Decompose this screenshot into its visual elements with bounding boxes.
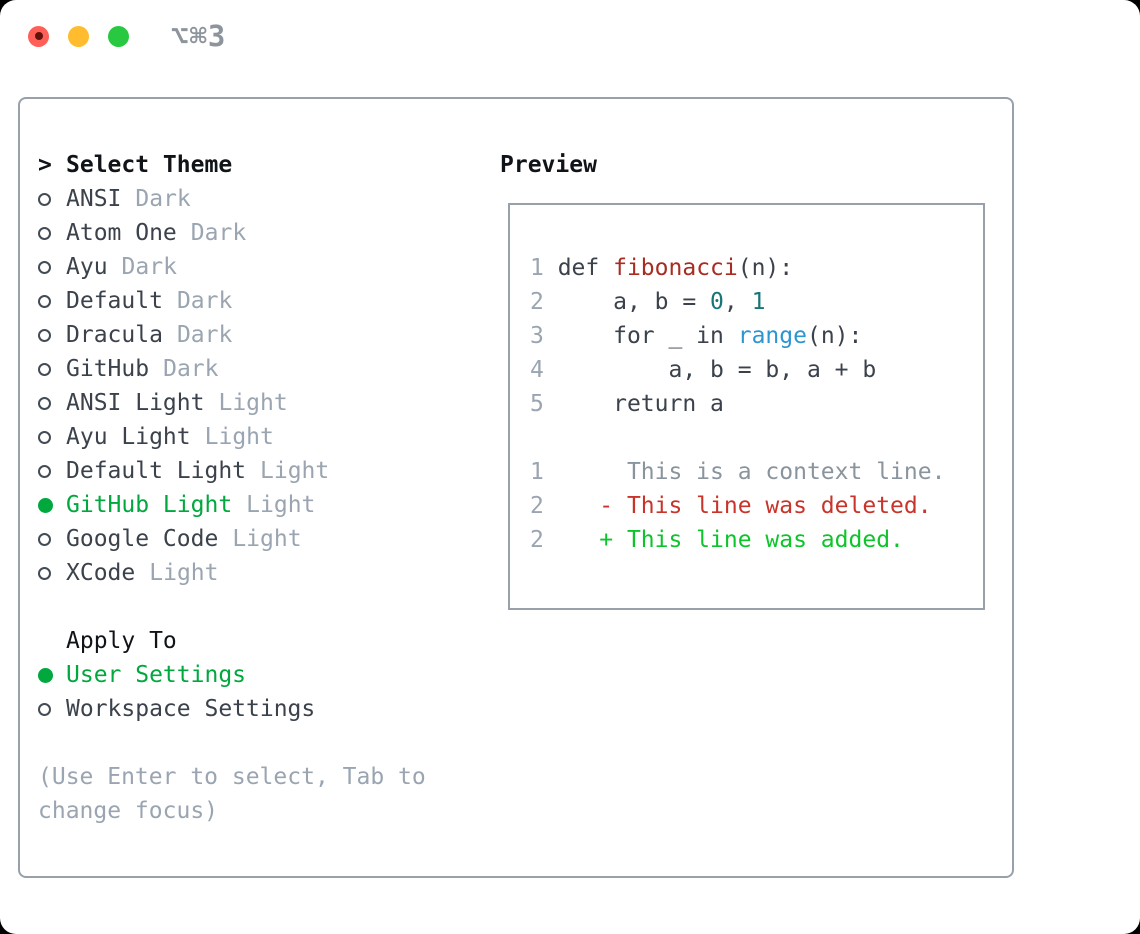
radio-icon [38, 328, 66, 342]
theme-option[interactable]: GitHub Dark [38, 352, 478, 386]
prompt-caret-icon: > [38, 152, 52, 178]
select-theme-label: Select Theme [66, 152, 233, 178]
radio-icon [38, 362, 66, 376]
close-button[interactable] [28, 25, 49, 47]
spacer [38, 590, 478, 624]
theme-option[interactable]: Dracula Dark [38, 318, 478, 352]
option-label: XCode [66, 560, 136, 586]
option-label: ANSI [66, 186, 122, 212]
radio-icon [38, 430, 66, 444]
code-line: 3 for _ in range(n): [530, 323, 863, 349]
radio-icon [38, 464, 66, 478]
radio-selected-icon [38, 497, 66, 513]
radio-icon [38, 192, 66, 206]
code-line: 2 - This line was deleted. [530, 493, 932, 519]
variant-tag: Dark [121, 254, 177, 280]
radio-selected-icon [38, 667, 66, 683]
radio-icon [38, 294, 66, 308]
option-label: Dracula [66, 322, 163, 348]
variant-tag: Dark [176, 322, 233, 348]
variant-tag: Dark [190, 220, 247, 246]
option-label: GitHub [66, 356, 150, 382]
radio-icon [38, 532, 66, 546]
option-label: Default [66, 288, 163, 314]
apply-to-label: Apply To [66, 628, 177, 654]
radio-icon [38, 396, 66, 410]
theme-option[interactable]: Ayu Dark [38, 250, 478, 284]
variant-tag: Dark [176, 288, 233, 314]
preview-header: Preview [500, 152, 597, 178]
theme-option[interactable]: Google Code Light [38, 522, 478, 556]
unsaved-indicator-icon [34, 32, 43, 40]
variant-tag: Light [232, 526, 302, 552]
theme-option[interactable]: ANSI Light Light [38, 386, 478, 420]
theme-option[interactable]: XCode Light [38, 556, 478, 590]
variant-tag: Light [246, 492, 316, 518]
option-label: Default Light [66, 458, 247, 484]
code-line: 1 This is a context line. [530, 459, 946, 485]
apply-to-option[interactable]: User Settings [38, 658, 478, 692]
window-title: ⌥⌘3 [171, 19, 227, 53]
select-theme-header: > Select Theme [38, 148, 478, 182]
help-text-line-1: (Use Enter to select, Tab to [38, 764, 426, 790]
theme-option[interactable]: Ayu Light Light [38, 420, 478, 454]
variant-tag: Light [260, 458, 330, 484]
option-label: Workspace Settings [66, 696, 316, 722]
option-label: User Settings [66, 662, 247, 688]
variant-tag: Light [204, 424, 274, 450]
variant-tag: Dark [135, 186, 191, 212]
minimize-button[interactable] [68, 25, 89, 47]
option-label: Ayu [66, 254, 108, 280]
option-label: GitHub Light [66, 492, 233, 518]
option-label: ANSI Light [66, 390, 205, 416]
code-line: 1 def fibonacci(n): [530, 255, 794, 281]
help-text-line-2: change focus) [38, 798, 219, 824]
variant-tag: Light [149, 560, 219, 586]
variant-tag: Dark [163, 356, 219, 382]
theme-option[interactable]: Atom One Dark [38, 216, 478, 250]
option-label: Google Code [66, 526, 219, 552]
theme-option[interactable]: GitHub Light Light [38, 488, 478, 522]
spacer [38, 726, 478, 760]
apply-to-header: Apply To [38, 624, 478, 658]
radio-icon [38, 226, 66, 240]
preview-box: 1 def fibonacci(n): 2 a, b = 0, 1 3 for _ … [508, 203, 985, 610]
variant-tag: Light [218, 390, 288, 416]
apply-to-option[interactable]: Workspace Settings [38, 692, 478, 726]
titlebar: ⌥⌘3 [28, 19, 226, 53]
radio-icon [38, 566, 66, 580]
radio-icon [38, 260, 66, 274]
code-line: 5 return a [530, 391, 724, 417]
code-line: 4 a, b = b, a + b [530, 357, 877, 383]
radio-icon [38, 702, 66, 716]
theme-option[interactable]: Default Dark [38, 284, 478, 318]
theme-option[interactable]: ANSI Dark [38, 182, 478, 216]
code-line [530, 421, 983, 455]
code-line: 2 a, b = 0, 1 [530, 289, 766, 315]
zoom-button[interactable] [108, 25, 129, 47]
option-label: Ayu Light [66, 424, 191, 450]
code-line: 2 + This line was added. [530, 527, 904, 553]
theme-option[interactable]: Default Light Light [38, 454, 478, 488]
option-label: Atom One [66, 220, 177, 246]
preview-column: Preview 1 def fibonacci(n): 2 a, b = 0, 1… [500, 148, 1000, 610]
